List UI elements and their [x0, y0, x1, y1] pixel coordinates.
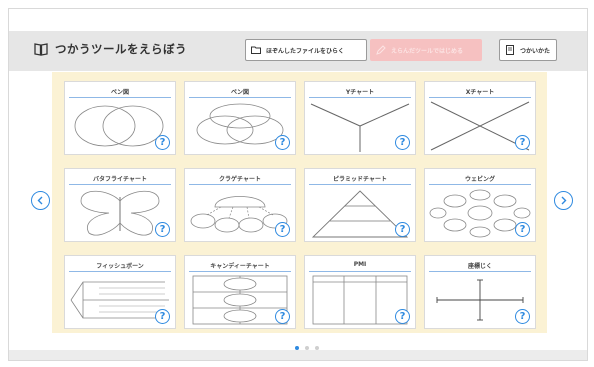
tool-card-jellyfish-chart[interactable]: クラゲチャート ? — [184, 168, 296, 242]
open-saved-file-button[interactable]: ほぞんしたファイルをひらく — [245, 39, 367, 61]
card-title: フィッシュボーン — [96, 263, 144, 270]
y-chart-icon — [310, 103, 410, 152]
page-dot-2[interactable] — [305, 346, 309, 350]
open-saved-file-label: ほぞんしたファイルをひらく — [266, 47, 345, 55]
how-to-use-label: つかいかた — [520, 47, 551, 55]
help-icon[interactable]: ? — [395, 135, 410, 150]
previous-page-button[interactable] — [31, 191, 50, 210]
title-group: つかうツールをえらぼう — [34, 41, 187, 57]
bottom-bar — [9, 350, 587, 360]
manual-icon — [506, 45, 514, 55]
tool-card-x-chart[interactable]: Xチャート ? — [424, 81, 536, 155]
book-icon — [34, 43, 48, 56]
app-screen: つかうツールをえらぼう ほぞんしたファイルをひらく えらんだツールではじめる つ… — [8, 8, 588, 361]
page-title: つかうツールをえらぼう — [55, 42, 187, 56]
tool-card-candy-chart[interactable]: キャンディーチャート ? — [184, 255, 296, 329]
toolbar: つかうツールをえらぼう ほぞんしたファイルをひらく えらんだツールではじめる つ… — [9, 31, 587, 71]
start-with-selected-label: えらんだツールではじめる — [391, 47, 464, 55]
next-page-button[interactable] — [554, 191, 573, 210]
card-title: Xチャート — [465, 89, 495, 96]
jellyfish-chart-icon — [190, 196, 288, 233]
card-title: キャンディーチャート — [210, 263, 270, 270]
card-title: ウェビング — [464, 176, 495, 183]
venn-three-diagram-icon — [196, 103, 284, 145]
help-icon[interactable]: ? — [515, 309, 530, 324]
help-icon[interactable]: ? — [155, 222, 170, 237]
tool-card-fishbone[interactable]: フィッシュボーン ? — [64, 255, 176, 329]
tool-card-venn-3[interactable]: ベン図 ? — [184, 81, 296, 155]
page-dot-1[interactable] — [295, 346, 299, 350]
fishbone-icon — [70, 281, 169, 319]
tool-card-butterfly-chart[interactable]: バタフライチャート ? — [64, 168, 176, 242]
help-icon[interactable]: ? — [275, 135, 290, 150]
help-icon[interactable]: ? — [395, 222, 410, 237]
tool-card-coordinate-axes[interactable]: 座標じく ? — [424, 255, 536, 329]
card-title: ベン図 — [110, 89, 129, 96]
tool-card-y-chart[interactable]: Yチャート ? — [304, 81, 416, 155]
pyramid-chart-icon — [311, 190, 409, 238]
venn-diagram-icon — [74, 105, 164, 147]
help-icon[interactable]: ? — [275, 222, 290, 237]
folder-icon — [251, 46, 261, 54]
tool-card-webbing[interactable]: ウェビング ? — [424, 168, 536, 242]
x-chart-icon — [430, 101, 530, 151]
tool-card-pmi[interactable]: PMI ? — [304, 255, 416, 329]
help-icon[interactable]: ? — [275, 309, 290, 324]
card-title: バタフライチャート — [93, 176, 147, 183]
start-with-selected-button[interactable]: えらんだツールではじめる — [370, 39, 482, 61]
pencil-icon — [376, 45, 386, 55]
pagination-dots — [295, 346, 319, 350]
chevron-right-icon — [561, 196, 567, 205]
tool-grid: ベン図 ? ベン図 ? Yチャート — [52, 72, 547, 333]
how-to-use-button[interactable]: つかいかた — [499, 39, 557, 61]
help-icon[interactable]: ? — [515, 135, 530, 150]
card-title: PMI — [353, 261, 367, 268]
butterfly-chart-icon — [80, 190, 160, 236]
card-title: ピラミッドチャート — [333, 176, 387, 183]
coordinate-axes-icon — [436, 279, 524, 321]
page-dot-3[interactable] — [315, 346, 319, 350]
tool-card-venn-2[interactable]: ベン図 ? — [64, 81, 176, 155]
help-icon[interactable]: ? — [155, 309, 170, 324]
card-title: クラゲチャート — [219, 176, 261, 183]
help-icon[interactable]: ? — [515, 222, 530, 237]
help-icon[interactable]: ? — [155, 135, 170, 150]
pmi-icon — [312, 275, 408, 325]
candy-chart-icon — [192, 275, 288, 325]
card-title: ベン図 — [230, 89, 249, 96]
chevron-left-icon — [37, 196, 43, 205]
card-title: Yチャート — [345, 89, 375, 96]
webbing-icon — [429, 189, 531, 238]
card-title: 座標じく — [467, 263, 492, 270]
help-icon[interactable]: ? — [395, 309, 410, 324]
tool-card-pyramid-chart[interactable]: ピラミッドチャート ? — [304, 168, 416, 242]
